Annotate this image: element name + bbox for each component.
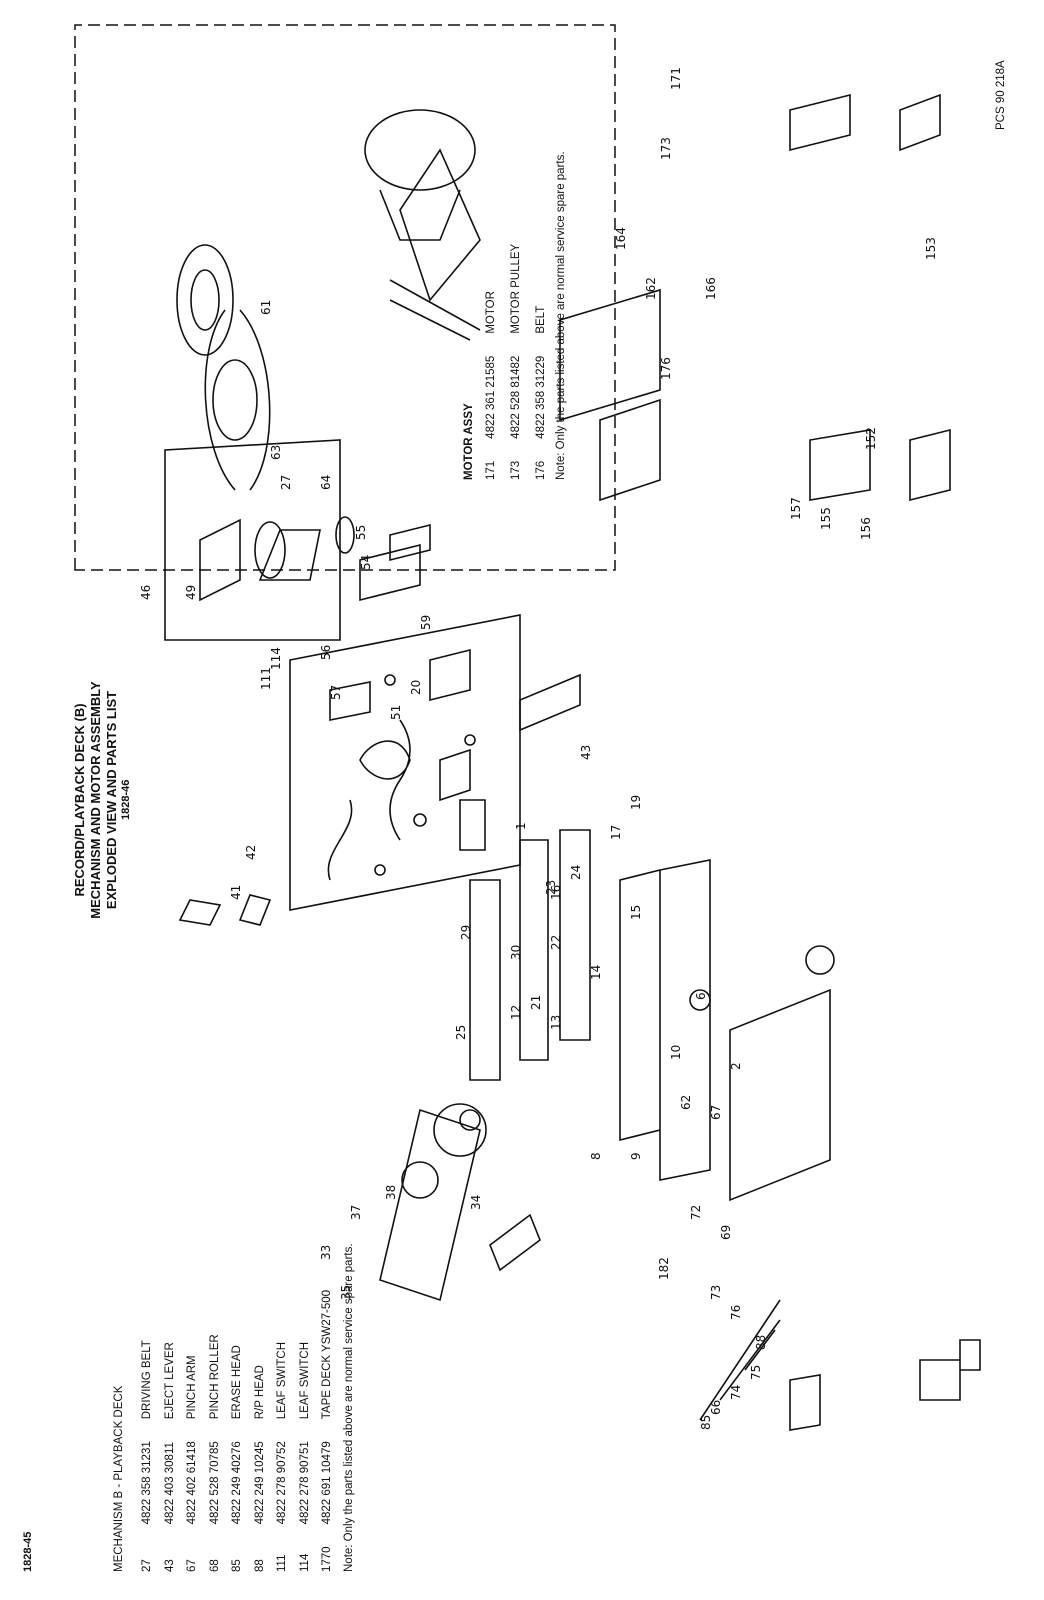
callout-2: 2 [729, 1062, 743, 1070]
part-desc: MOTOR PULLEY [509, 243, 522, 334]
main-chassis-plate [289, 614, 521, 911]
callout-22: 22 [549, 935, 563, 950]
callout-37: 37 [349, 1205, 363, 1220]
callout-1: 1 [514, 822, 528, 830]
callout-49: 49 [184, 585, 198, 600]
callout-15: 15 [629, 905, 643, 920]
callout-155: 155 [819, 507, 833, 530]
right-side-parts [178, 523, 581, 926]
callout-33: 33 [319, 1245, 333, 1260]
callout-171: 171 [669, 67, 683, 90]
callout-72: 72 [689, 1205, 703, 1220]
callout-67: 67 [709, 1105, 723, 1120]
callout-176: 176 [659, 357, 673, 380]
callout-152: 152 [864, 427, 878, 450]
callout-153: 153 [924, 237, 938, 260]
callout-61: 61 [259, 300, 273, 315]
callout-63: 63 [269, 445, 283, 460]
callout-34: 34 [469, 1195, 483, 1210]
callout-9: 9 [629, 1152, 643, 1160]
callout-162: 162 [644, 277, 658, 300]
callout-164: 164 [614, 227, 628, 250]
callout-166: 166 [704, 277, 718, 300]
callout-75: 75 [749, 1365, 763, 1380]
callout-43: 43 [579, 745, 593, 760]
callout-157: 157 [789, 497, 803, 520]
callout-85: 85 [699, 1415, 713, 1430]
motor-part-row: 171 4822 361 21585 MOTOR [478, 222, 503, 480]
callout-21: 21 [529, 995, 543, 1010]
drawing-code: PCS 90 218A [995, 60, 1007, 130]
callout-17: 17 [609, 825, 623, 840]
callout-16: 16 [549, 885, 563, 900]
callout-59: 59 [419, 615, 433, 630]
callout-13: 13 [549, 1015, 563, 1030]
callout-54: 54 [359, 555, 373, 570]
callout-56: 56 [319, 645, 333, 660]
flywheel-assembly [164, 244, 355, 641]
callout-10: 10 [669, 1045, 683, 1060]
part-ref: 173 [509, 460, 522, 480]
callout-182: 182 [657, 1257, 671, 1280]
callout-12: 12 [509, 1005, 523, 1020]
callout-25: 25 [454, 1025, 468, 1040]
motor-assembly-box [74, 24, 951, 571]
callout-76: 76 [729, 1305, 743, 1320]
callout-27: 27 [279, 475, 293, 490]
callout-35: 35 [339, 1285, 353, 1300]
callout-74: 74 [729, 1385, 743, 1400]
callout-114: 114 [269, 647, 283, 670]
callout-30: 30 [509, 945, 523, 960]
part-code: 4822 528 81482 [509, 355, 522, 439]
callout-55: 55 [354, 525, 368, 540]
callout-73: 73 [709, 1285, 723, 1300]
callout-51: 51 [389, 705, 403, 720]
callout-6: 6 [694, 992, 708, 1000]
callout-64: 64 [319, 475, 333, 490]
motor-list-note: Note: Only the parts listed above are no… [555, 151, 567, 480]
callout-66: 66 [709, 1400, 723, 1415]
callout-111: 111 [259, 667, 273, 690]
callout-173: 173 [659, 137, 673, 160]
motor-list-heading: MOTOR ASSY [463, 403, 475, 480]
callout-42: 42 [244, 845, 258, 860]
callout-57: 57 [329, 685, 343, 700]
callout-14: 14 [589, 965, 603, 980]
callout-20: 20 [409, 680, 423, 695]
part-code: 4822 361 21585 [484, 355, 497, 439]
callout-62: 62 [679, 1095, 693, 1110]
callout-19: 19 [629, 795, 643, 810]
part-ref: 171 [484, 460, 497, 480]
callout-23: 23 [544, 880, 558, 895]
motor-parts-table: 171 4822 361 21585 MOTOR 173 4822 528 81482 M… [478, 222, 553, 480]
callout-38: 38 [384, 1185, 398, 1200]
callout-8: 8 [589, 1152, 603, 1160]
callout-46: 46 [139, 585, 153, 600]
motor-part-row: 173 4822 528 81482 MOTOR PULLEY [503, 222, 528, 480]
lever-assemblies [379, 829, 981, 1431]
callout-24: 24 [569, 865, 583, 880]
part-desc: MOTOR [484, 291, 497, 334]
callout-29: 29 [459, 925, 473, 940]
callout-41: 41 [229, 885, 243, 900]
callout-69: 69 [719, 1225, 733, 1240]
callout-156: 156 [859, 517, 873, 540]
callout-88: 88 [754, 1335, 768, 1350]
